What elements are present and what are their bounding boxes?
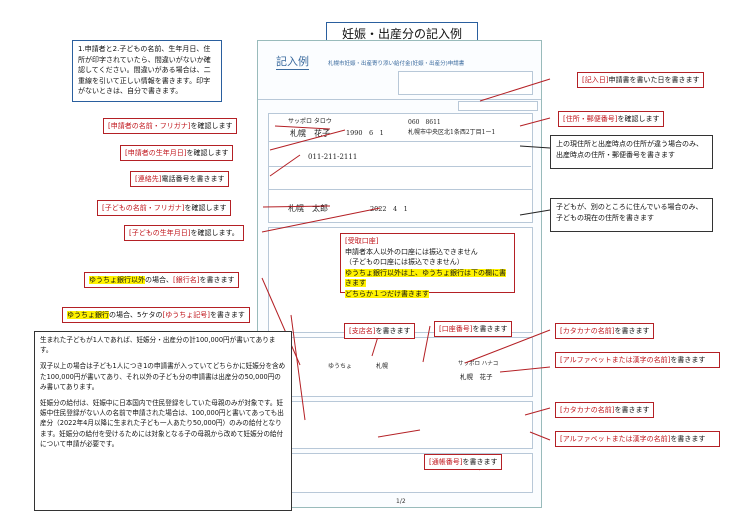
callout-receipt-account: [受取口座] 申請者本人以外の口座には振込できません （子どもの口座には振込でき… [340, 233, 515, 298]
callout-alpha-name-2: [アルファベットまたは漢字の名前]を書きます [555, 431, 720, 447]
date-field[interactable] [458, 101, 538, 111]
callout-child-birth: [子どもの生年月日]を確認します。 [124, 225, 244, 241]
note-address-diff: 上の現住所と出産時点の住所が違う場合のみ、出産時点の住所・郵便番号を書きます [550, 135, 713, 169]
branch-name: 札幌 [376, 363, 389, 370]
callout-child-name: [子どもの名前・フリガナ]を確認します [97, 200, 232, 216]
applicant-name: 札幌 花子 [290, 129, 330, 138]
callout-passbook: [通帳番号]を書きます [424, 454, 503, 470]
form-header: 札幌市妊娠・出産寄り添い給付金(妊娠・出産分)申請書 [328, 61, 465, 67]
callout-branch: [支店名]を書きます [344, 323, 416, 339]
applicant-phone: 011-211-2111 [308, 153, 358, 161]
bank-name: ゆうちょ [328, 363, 353, 370]
form-notice-box [398, 71, 533, 95]
callout-date: [記入日]申請書を書いた日を書きます [577, 72, 705, 88]
note-print-check: 1.申請者と2.子どもの名前、生年月日、住所が印字されていたら、間違いがないか確… [72, 40, 222, 102]
child-name: 札幌 太郎 [288, 204, 328, 213]
yucho-section [268, 401, 533, 449]
holder-kana: サッポロ ハナコ [458, 361, 499, 367]
callout-yucho-symbol: ゆうちょ銀行の場合、5ケタの[ゆうちょ記号]を書きます [62, 307, 250, 323]
applicant-address: 札幌市中央区北1条西2丁目1ー1 [408, 129, 496, 136]
child-birth: 2022 4 1 [370, 205, 408, 213]
applicant-zip: 060 8611 [408, 119, 441, 126]
callout-account-number: [口座番号]を書きます [434, 321, 513, 337]
callout-applicant-name: [申請者の名前・フリガナ]を確認します [103, 118, 238, 134]
bank-section [268, 337, 533, 397]
callout-applicant-birth: [申請者の生年月日]を確認します [120, 145, 234, 161]
callout-address: [住所・郵便番号]を確認します [558, 111, 665, 127]
page-number: 1/2 [396, 498, 406, 505]
note-child-address: 子どもが、別のところに住んでいる場合のみ、子どもの現在の住所を書きます [550, 198, 713, 232]
callout-phone: [連絡先]電話番号を書きます [130, 171, 230, 187]
applicant-birth: 1990 6 1 [346, 129, 384, 137]
note-amount-explanation: 生まれた子どもが1人であれば、妊娠分・出産分の計100,000円が書いてあります… [34, 331, 292, 511]
holder-name: 札幌 花子 [460, 373, 493, 381]
callout-kana-name-1: [カタカナの名前]を書きます [555, 323, 655, 339]
callout-alpha-name-1: [アルファベットまたは漢字の名前]を書きます [555, 352, 720, 368]
callout-bank-name: ゆうちょ銀行以外の場合、[銀行名]を書きます [84, 272, 240, 288]
callout-kana-name-2: [カタカナの名前]を書きます [555, 402, 655, 418]
applicant-kana: サッポロ タロウ [288, 118, 332, 125]
kinyu-rei-label: 記入例 [276, 55, 309, 70]
